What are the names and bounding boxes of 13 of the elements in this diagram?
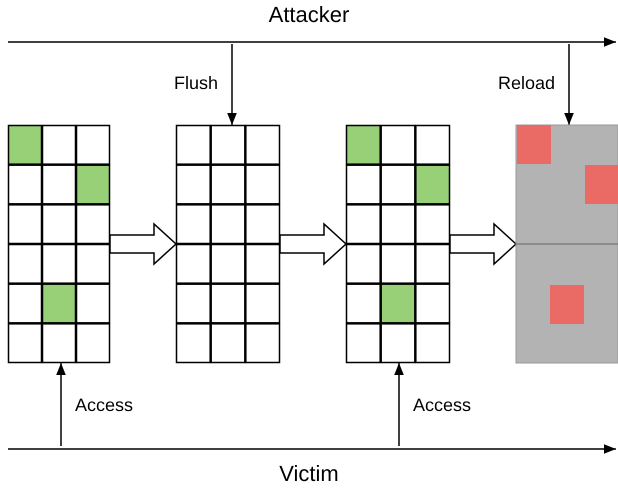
arrow [394, 363, 404, 446]
timeline-label: Victim [279, 461, 339, 487]
timeline-label: Attacker [268, 2, 350, 28]
edge-label: Reload [498, 72, 555, 94]
block-arrow [109, 222, 178, 266]
block-arrow [279, 222, 348, 266]
arrow [564, 44, 574, 125]
edge-label: Flush [174, 72, 218, 94]
arrow [227, 44, 237, 125]
arrow [56, 363, 66, 446]
edge-label: Access [75, 394, 134, 416]
block-arrow [449, 222, 518, 266]
edge-label: Access [413, 394, 472, 416]
